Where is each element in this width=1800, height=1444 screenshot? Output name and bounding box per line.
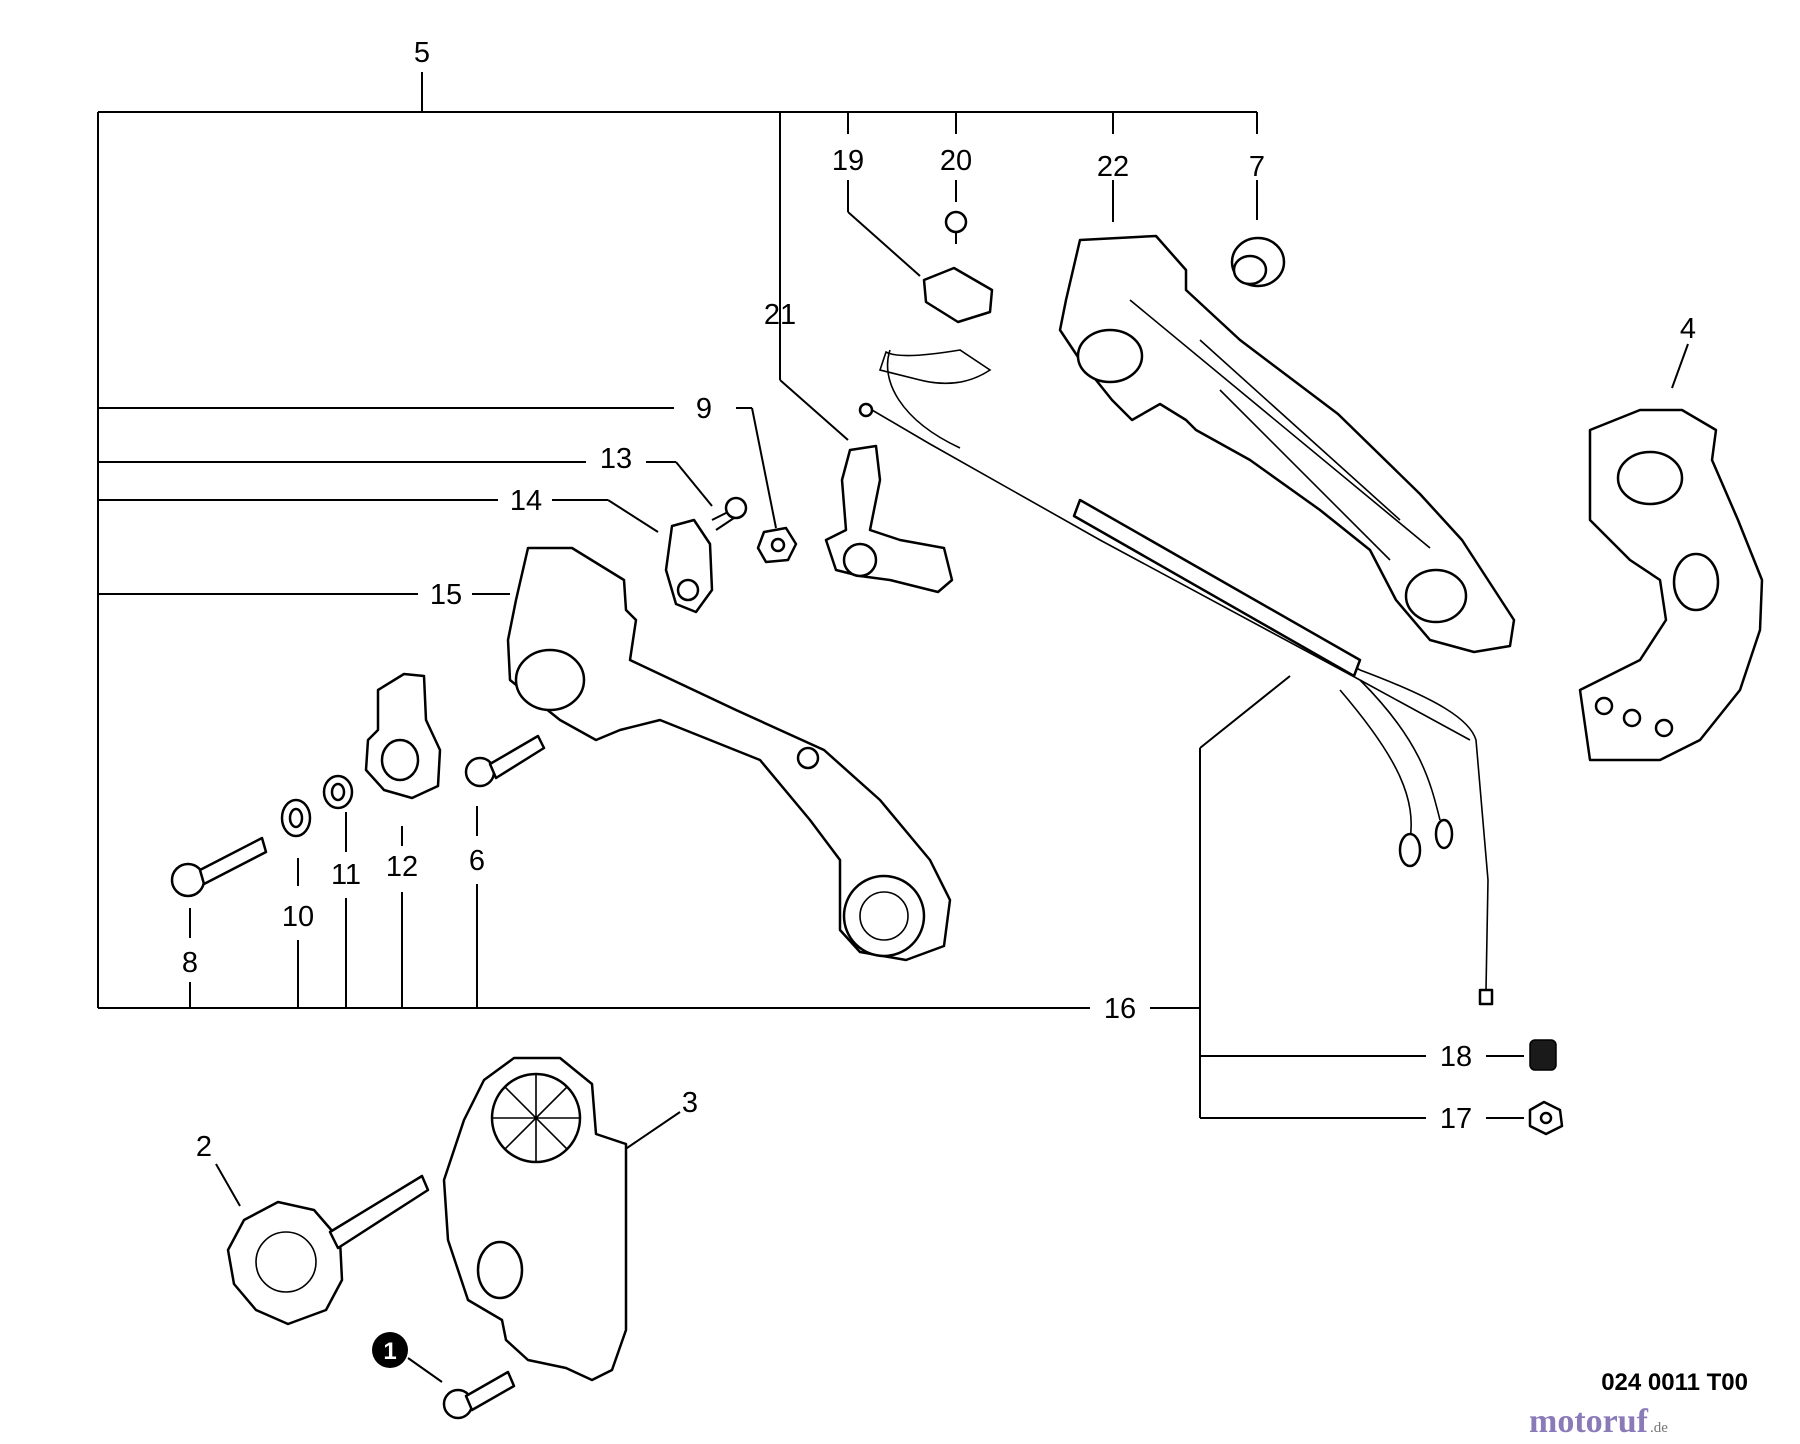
callout-19: 19 [832,145,864,177]
screw-medium [464,734,546,788]
circled-callout-1: 1 [372,1332,408,1368]
callout-4: 4 [1680,313,1696,345]
callout-13: 13 [600,443,632,475]
callout-10: 10 [282,901,314,933]
watermark-brand: motoruf [1529,1403,1649,1440]
callout-17: 17 [1440,1103,1472,1135]
callout-21: 21 [764,299,796,331]
callout-15: 15 [430,579,462,611]
star-knob-bolt [226,1174,430,1326]
hex-nut [756,526,798,564]
callout-20: 20 [940,145,972,177]
small-screw [944,210,968,244]
callout-14: 14 [510,485,542,517]
grommet [1230,236,1286,288]
callout-12: 12 [386,851,418,883]
watermark-tld: .de [1650,1420,1668,1436]
cable-grommet [1529,1039,1557,1071]
callout-2: 2 [196,1131,212,1163]
cam-lever [364,672,442,800]
handle-clamp-upper [1578,408,1764,762]
throttle-trigger [824,444,954,594]
callout-22: 22 [1097,151,1129,183]
drawing-code: 024 0011 T00 [1601,1369,1748,1396]
callout-labels: 5 19 20 22 7 21 4 9 13 14 15 12 11 10 6 … [182,37,1696,1163]
callout-9: 9 [696,393,712,425]
svg-text:1: 1 [383,1338,396,1365]
small-nut [1528,1100,1564,1136]
callout-11: 11 [331,859,361,891]
screw-long [170,836,268,898]
small-bracket [664,518,714,614]
callout-6: 6 [469,845,485,877]
handle-clamp-lower [442,1056,628,1382]
callout-7: 7 [1249,151,1265,183]
callout-5: 5 [414,37,430,69]
callout-18: 18 [1440,1041,1472,1073]
throttle-cable-assembly [858,349,1494,1006]
lower-handle-grip [506,546,952,962]
bottom-screw [442,1370,516,1420]
flat-washer [322,774,354,810]
watermark-logo: motoruf .de [1529,1403,1668,1440]
callout-3: 3 [682,1087,698,1119]
lock-washer [280,798,312,838]
upper-handle-grip [1058,234,1516,654]
callout-8: 8 [182,947,198,979]
callout-16: 16 [1104,993,1136,1025]
leader-lines [97,72,1689,1383]
switch-plate [922,266,994,324]
screw-short [711,496,748,531]
